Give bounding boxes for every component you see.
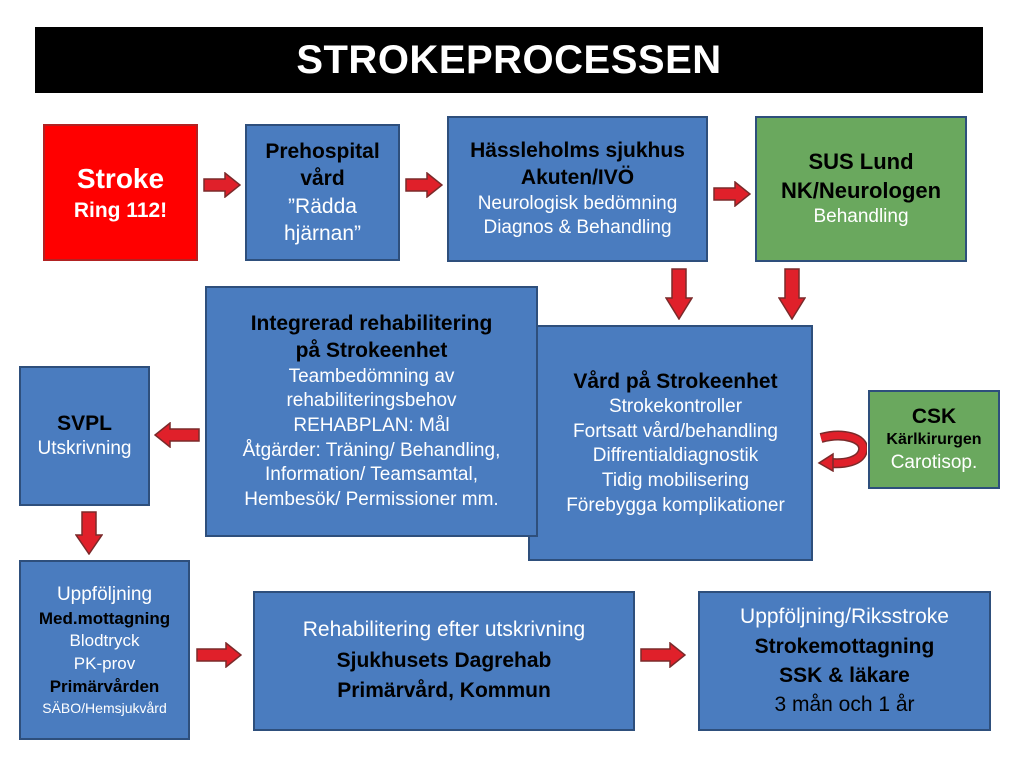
arrow-down-1-icon bbox=[665, 268, 693, 320]
uppfoljning-line1: Uppföljning bbox=[56, 583, 153, 605]
page-title: STROKEPROCESSEN bbox=[296, 37, 722, 82]
uppfoljning-line4: PK-prov bbox=[73, 654, 136, 674]
prehospital-box: Prehospital vård ”Rädda hjärnan” bbox=[245, 124, 400, 261]
riksstroke-line3: SSK & läkare bbox=[779, 664, 910, 687]
integrerad-line1: Integrerad rehabilitering bbox=[250, 312, 493, 336]
vard-line5: Tidig mobilisering bbox=[601, 469, 750, 491]
integrerad-line3: Teambedömning av bbox=[288, 365, 455, 387]
uppfoljning-line6: SÄBO/Hemsjukvård bbox=[42, 700, 167, 717]
vard-line3: Fortsatt vård/behandling bbox=[573, 420, 778, 442]
riksstroke-box: Uppföljning/Riksstroke Strokemottagning … bbox=[698, 591, 991, 731]
arrow-right-5-icon bbox=[640, 642, 686, 668]
riksstroke-line2: Strokemottagning bbox=[754, 634, 935, 658]
arrow-down-3-icon bbox=[75, 511, 103, 555]
uppfoljning-line2: Med.mottagning bbox=[38, 608, 171, 628]
rehab-box: Rehabilitering efter utskrivning Sjukhus… bbox=[253, 591, 635, 731]
uppfoljning-line5: Primärvården bbox=[49, 677, 160, 697]
rehab-line2: Sjukhusets Dagrehab bbox=[336, 648, 552, 672]
arrow-down-2-icon bbox=[778, 268, 806, 320]
stroke-call: Ring 112! bbox=[73, 199, 168, 223]
csk-box: CSK Kärlkirurgen Carotisop. bbox=[868, 390, 1000, 489]
hassleholm-line2: Akuten/IVÖ bbox=[520, 166, 635, 190]
integrerad-line8: Hembesök/ Permissioner mm. bbox=[244, 489, 499, 511]
uppfoljning-box: Uppföljning Med.mottagning Blodtryck PK-… bbox=[19, 560, 190, 740]
integrerad-line2: på Strokeenhet bbox=[295, 339, 448, 363]
vard-line6: Förebygga komplikationer bbox=[566, 494, 785, 516]
rehab-line1: Rehabilitering efter utskrivning bbox=[302, 618, 586, 642]
svpl-line2: Utskrivning bbox=[37, 438, 132, 460]
arrow-right-1-icon bbox=[203, 172, 241, 198]
sus-line3: Behandling bbox=[813, 206, 909, 228]
vard-line1: Vård på Strokeenhet bbox=[573, 369, 778, 393]
hassleholm-line4: Diagnos & Behandling bbox=[483, 217, 672, 239]
rehab-line3: Primärvård, Kommun bbox=[337, 679, 551, 703]
prehospital-line2: vård bbox=[300, 167, 345, 191]
integrerad-box: Integrerad rehabilitering på Strokeenhet… bbox=[205, 286, 538, 537]
arrow-left-icon bbox=[154, 422, 200, 448]
csk-line3: Carotisop. bbox=[890, 452, 978, 474]
svpl-box: SVPL Utskrivning bbox=[19, 366, 150, 506]
integrerad-line6: Åtgärder: Träning/ Behandling, bbox=[242, 439, 501, 461]
integrerad-line4: rehabiliteringsbehov bbox=[286, 390, 457, 412]
csk-line2: Kärlkirurgen bbox=[886, 431, 982, 449]
svpl-line1: SVPL bbox=[57, 412, 112, 435]
uppfoljning-line3: Blodtryck bbox=[69, 631, 140, 651]
hassleholm-line3: Neurologisk bedömning bbox=[477, 192, 678, 214]
arrow-right-3-icon bbox=[713, 181, 751, 207]
arrow-right-4-icon bbox=[196, 642, 242, 668]
vard-line4: Diffrentialdiagnostik bbox=[592, 445, 759, 467]
hassleholm-line1: Hässleholms sjukhus bbox=[470, 139, 685, 163]
riksstroke-line4: 3 mån och 1 år bbox=[774, 693, 915, 717]
sus-line1: SUS Lund bbox=[808, 149, 914, 175]
prehospital-line3: ”Rädda bbox=[288, 194, 357, 218]
vard-line2: Strokekontroller bbox=[608, 395, 743, 417]
u-turn-arrow-icon bbox=[817, 430, 867, 472]
integrerad-line7: Information/ Teamsamtal, bbox=[265, 464, 478, 486]
title-bar: STROKEPROCESSEN bbox=[35, 27, 983, 93]
stroke-title: Stroke bbox=[76, 162, 165, 194]
sus-box: SUS Lund NK/Neurologen Behandling bbox=[755, 116, 967, 262]
arrow-right-2-icon bbox=[405, 172, 443, 198]
sus-line2: NK/Neurologen bbox=[780, 177, 942, 203]
hassleholm-box: Hässleholms sjukhus Akuten/IVÖ Neurologi… bbox=[447, 116, 708, 262]
vard-box: Vård på Strokeenhet Strokekontroller For… bbox=[528, 325, 813, 561]
integrerad-line5: REHABPLAN: Mål bbox=[293, 415, 450, 437]
prehospital-line4: hjärnan” bbox=[283, 221, 362, 245]
riksstroke-line1: Uppföljning/Riksstroke bbox=[740, 605, 949, 629]
csk-line1: CSK bbox=[911, 405, 957, 429]
stroke-box: Stroke Ring 112! bbox=[43, 124, 198, 261]
prehospital-line1: Prehospital bbox=[265, 139, 380, 163]
